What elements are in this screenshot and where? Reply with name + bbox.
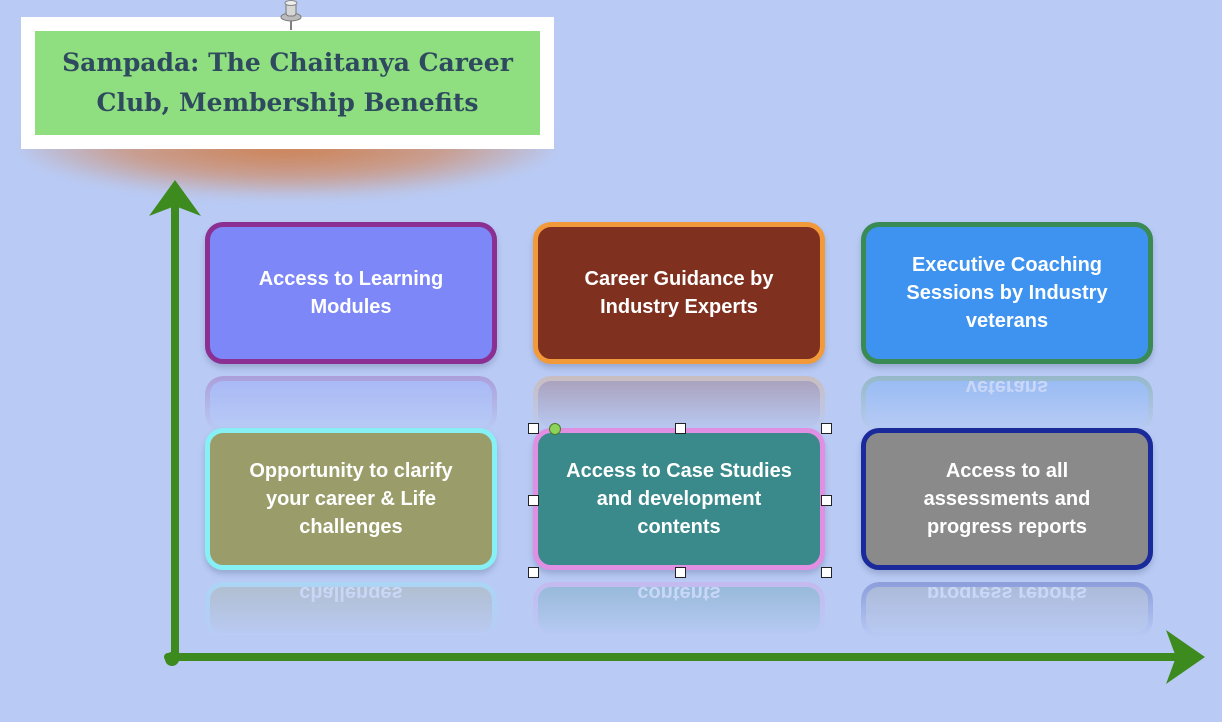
box-reflection: challenges (205, 582, 497, 638)
benefit-label: Access to all assessments and progress r… (923, 460, 1091, 538)
benefit-label: Executive Coaching Sessions by Industry … (906, 254, 1108, 332)
benefit-box-assessments[interactable]: Access to all assessments and progress r… (861, 428, 1153, 570)
resize-handle-bottom-right[interactable] (821, 567, 832, 578)
pushpin-icon (280, 0, 302, 30)
resize-handle-left[interactable] (528, 495, 539, 506)
resize-handle-bottom[interactable] (675, 567, 686, 578)
benefit-box-career-guidance[interactable]: Career Guidance by Industry Experts (533, 222, 825, 364)
benefit-box-case-studies[interactable]: Access to Case Studies and development c… (533, 428, 825, 570)
box-reflection: progress reports (861, 582, 1153, 638)
x-axis-arrow (1166, 630, 1205, 684)
benefit-label: Career Guidance by Industry Experts (584, 268, 774, 318)
title-shadow (22, 140, 552, 196)
resize-handle-top[interactable] (675, 423, 686, 434)
axis-origin (165, 652, 179, 666)
benefit-label: Opportunity to clarify your career & Lif… (249, 460, 453, 538)
title-card[interactable]: Sampada: The Chaitanya Career Club, Memb… (21, 17, 554, 149)
resize-handle-right[interactable] (821, 495, 832, 506)
title-fill: Sampada: The Chaitanya Career Club, Memb… (35, 31, 540, 135)
page-title: Sampada: The Chaitanya Career Club, Memb… (62, 48, 513, 117)
box-reflection (205, 376, 497, 432)
resize-handle-top-right[interactable] (821, 423, 832, 434)
benefit-box-executive-coaching[interactable]: Executive Coaching Sessions by Industry … (861, 222, 1153, 364)
resize-handle-top-left[interactable] (528, 423, 539, 434)
resize-handle-bottom-left[interactable] (528, 567, 539, 578)
benefit-box-learning-modules[interactable]: Access to Learning Modules (205, 222, 497, 364)
box-reflection: veterans (861, 376, 1153, 432)
benefit-label: Access to Learning Modules (258, 268, 444, 318)
box-reflection: contents (533, 582, 825, 638)
benefit-label: Access to Case Studies and development c… (566, 460, 792, 538)
benefit-box-clarify-career[interactable]: Opportunity to clarify your career & Lif… (205, 428, 497, 570)
y-axis-arrow (149, 180, 201, 216)
rotation-handle[interactable] (549, 423, 561, 435)
